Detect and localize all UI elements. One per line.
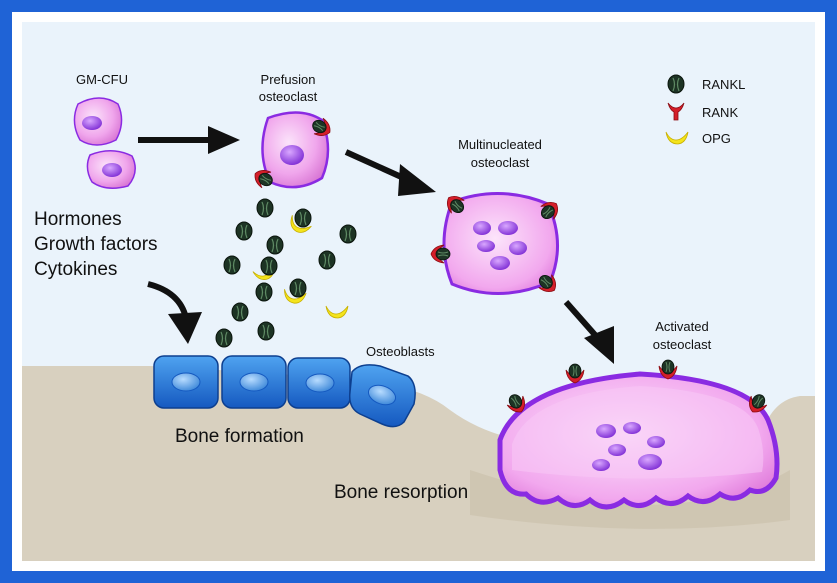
rankl-molecule	[266, 235, 284, 255]
rankl-molecule	[318, 250, 336, 270]
multinucleated-label-line2: osteoclast	[471, 155, 530, 170]
nucleus	[608, 444, 626, 456]
activated-osteoclast	[497, 359, 780, 510]
rankl-molecule	[339, 224, 357, 244]
rankl-molecule	[257, 321, 275, 341]
nucleus	[647, 436, 665, 448]
gmcfu-cell-1	[73, 97, 123, 146]
osteoblast-cell	[348, 364, 416, 428]
rankl-molecule	[215, 328, 233, 348]
prefusion-label-line1: Prefusion	[261, 72, 316, 87]
prefusion-osteoclast	[250, 111, 335, 192]
nucleus	[592, 459, 610, 471]
rankl-molecule	[289, 278, 307, 298]
resorption-pit-shadow	[470, 470, 790, 529]
nucleus	[623, 422, 641, 434]
rankl-molecule	[256, 198, 274, 218]
nucleus	[477, 240, 495, 252]
rankl-molecule	[260, 256, 278, 276]
rankl-molecule	[231, 302, 249, 322]
gmcfu-nucleus	[102, 163, 122, 177]
legend: RANKL RANK OPG	[665, 74, 745, 146]
gmcfu-nucleus	[82, 116, 102, 130]
osteoblasts-label: Osteoblasts	[366, 344, 435, 359]
nucleus	[638, 454, 662, 470]
osteoblast-cell	[221, 355, 287, 409]
factor-growth-factors: Growth factors	[34, 234, 158, 255]
nucleus	[490, 256, 510, 270]
nucleus	[498, 221, 518, 235]
factor-cytokines: Cytokines	[34, 259, 117, 280]
rankl-molecule	[223, 255, 241, 275]
rankl-molecule	[255, 282, 273, 302]
osteoblast-cell	[287, 357, 351, 409]
nucleus	[596, 424, 616, 438]
legend-opg-label: OPG	[702, 131, 731, 146]
arrow-factors-to-osteoblasts	[147, 281, 202, 344]
nucleus	[473, 221, 491, 235]
nucleus	[509, 241, 527, 255]
legend-rank-label: RANK	[702, 105, 738, 120]
bone-formation-label: Bone formation	[175, 426, 304, 447]
factor-hormones: Hormones	[34, 209, 122, 230]
multinucleated-label-line1: Multinucleated	[458, 137, 542, 152]
rankl-icon	[667, 74, 685, 94]
multinucleated-osteoclast	[430, 190, 564, 298]
gmcfu-cell-2	[86, 150, 136, 189]
arrow-multinucleated-to-activated	[563, 300, 614, 364]
activated-label-line2: osteoclast	[653, 337, 712, 352]
osteoblast-row	[153, 355, 416, 428]
bone-resorption-label: Bone resorption	[334, 482, 468, 503]
gmcfu-label: GM-CFU	[76, 72, 128, 87]
legend-rankl-label: RANKL	[702, 77, 745, 92]
arrow-prefusion-to-multinucleated	[344, 149, 436, 196]
arrow-gmcfu-to-prefusion	[138, 126, 240, 154]
activated-label-line1: Activated	[655, 319, 708, 334]
rankl-molecule	[235, 221, 253, 241]
rankl-molecule	[294, 208, 312, 228]
prefusion-label-line2: osteoclast	[259, 89, 318, 104]
osteoblast-cell	[153, 355, 219, 409]
prefusion-nucleus	[280, 145, 304, 165]
